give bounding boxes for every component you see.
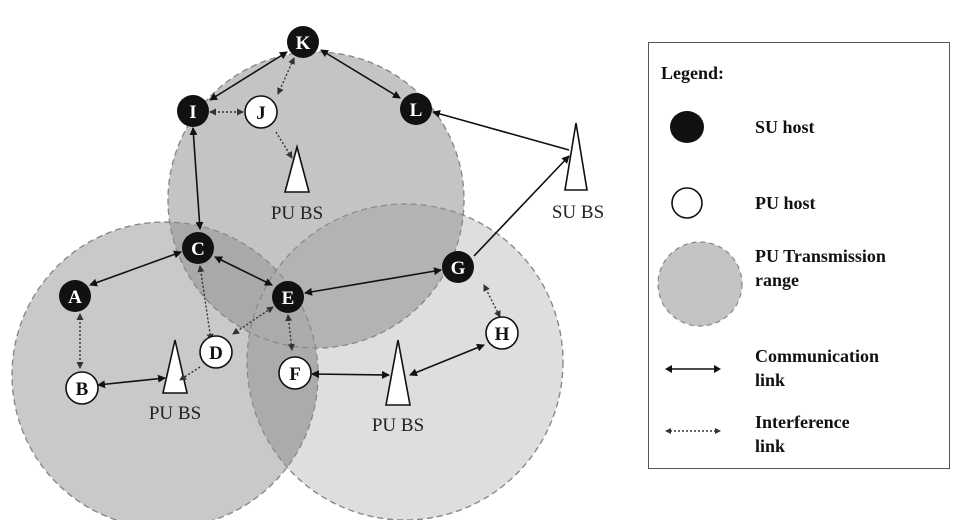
legend: Legend: SU host PU host PU Transmission … bbox=[648, 42, 950, 469]
node-e: E bbox=[272, 281, 304, 313]
legend-pu-host-label: PU host bbox=[755, 193, 816, 213]
legend-communication-label-1: Communication bbox=[755, 346, 880, 366]
legend-communication-label-2: link bbox=[755, 370, 786, 390]
legend-interference-label-1: Interference bbox=[755, 412, 850, 432]
base-stations: PU BS PU BS PU BS SU BS bbox=[149, 122, 604, 436]
svg-text:L: L bbox=[410, 100, 423, 121]
interf-c-d bbox=[197, 265, 214, 341]
svg-text:I: I bbox=[189, 102, 196, 123]
interf-g-h bbox=[483, 284, 501, 318]
legend-communication-link-icon bbox=[665, 365, 721, 373]
legend-title: Legend: bbox=[661, 63, 724, 83]
pu-bs-top-label: PU BS bbox=[271, 203, 323, 224]
svg-text:J: J bbox=[256, 103, 266, 124]
legend-interference-link-icon bbox=[665, 428, 721, 434]
node-k: K bbox=[287, 26, 319, 58]
overlap-top-left bbox=[168, 222, 318, 348]
link-l-subs bbox=[432, 110, 570, 151]
svg-text:E: E bbox=[282, 288, 295, 309]
su-bs-label: SU BS bbox=[552, 202, 604, 223]
link-a-c bbox=[89, 250, 182, 287]
node-h: H bbox=[485, 316, 519, 350]
link-g-subs bbox=[473, 155, 570, 257]
node-d: D bbox=[199, 335, 233, 369]
hosts: A B C D E F G H I J K L bbox=[59, 26, 519, 405]
link-c-e bbox=[214, 256, 273, 286]
interf-d-e bbox=[232, 306, 274, 335]
svg-text:C: C bbox=[191, 239, 205, 260]
interf-e-f bbox=[285, 314, 295, 351]
legend-pu-range-icon bbox=[657, 241, 743, 327]
pu-bs-left-label: PU BS bbox=[149, 403, 201, 424]
interf-j-pubs bbox=[275, 131, 293, 159]
svg-text:G: G bbox=[451, 258, 466, 279]
link-b-pubs-left bbox=[97, 374, 166, 389]
link-f-pubs-right bbox=[311, 370, 390, 379]
link-i-c bbox=[189, 127, 204, 230]
svg-text:A: A bbox=[68, 287, 82, 308]
node-a: A bbox=[59, 280, 91, 312]
node-g: G bbox=[442, 251, 474, 283]
node-b: B bbox=[65, 371, 99, 405]
node-f: F bbox=[278, 356, 312, 390]
link-i-k bbox=[209, 51, 288, 101]
link-e-g bbox=[304, 267, 442, 296]
node-c: C bbox=[182, 232, 214, 264]
interf-j-k bbox=[277, 57, 295, 95]
node-j: J bbox=[244, 95, 278, 129]
legend-interference-label-2: link bbox=[755, 436, 786, 456]
svg-text:F: F bbox=[289, 364, 301, 385]
communication-links bbox=[89, 49, 570, 389]
node-i: I bbox=[177, 95, 209, 127]
link-k-l bbox=[320, 49, 401, 99]
svg-text:B: B bbox=[76, 379, 89, 400]
legend-pu-range-label-2: range bbox=[755, 270, 799, 290]
su-bs-tower bbox=[564, 122, 588, 191]
interference-links bbox=[76, 57, 501, 381]
pu-bs-top-tower bbox=[283, 143, 311, 193]
svg-text:D: D bbox=[209, 343, 223, 364]
pu-bs-right-label: PU BS bbox=[372, 415, 424, 436]
pu-bs-right-tower bbox=[385, 339, 411, 406]
svg-text:K: K bbox=[296, 33, 311, 54]
legend-su-host-label: SU host bbox=[755, 117, 815, 137]
link-h-pubs-right bbox=[409, 343, 485, 377]
svg-text:H: H bbox=[495, 324, 510, 345]
legend-su-host-icon bbox=[670, 111, 704, 143]
node-l: L bbox=[400, 93, 432, 125]
legend-pu-host-icon bbox=[671, 187, 703, 219]
legend-pu-range-label-1: PU Transmission bbox=[755, 246, 886, 266]
